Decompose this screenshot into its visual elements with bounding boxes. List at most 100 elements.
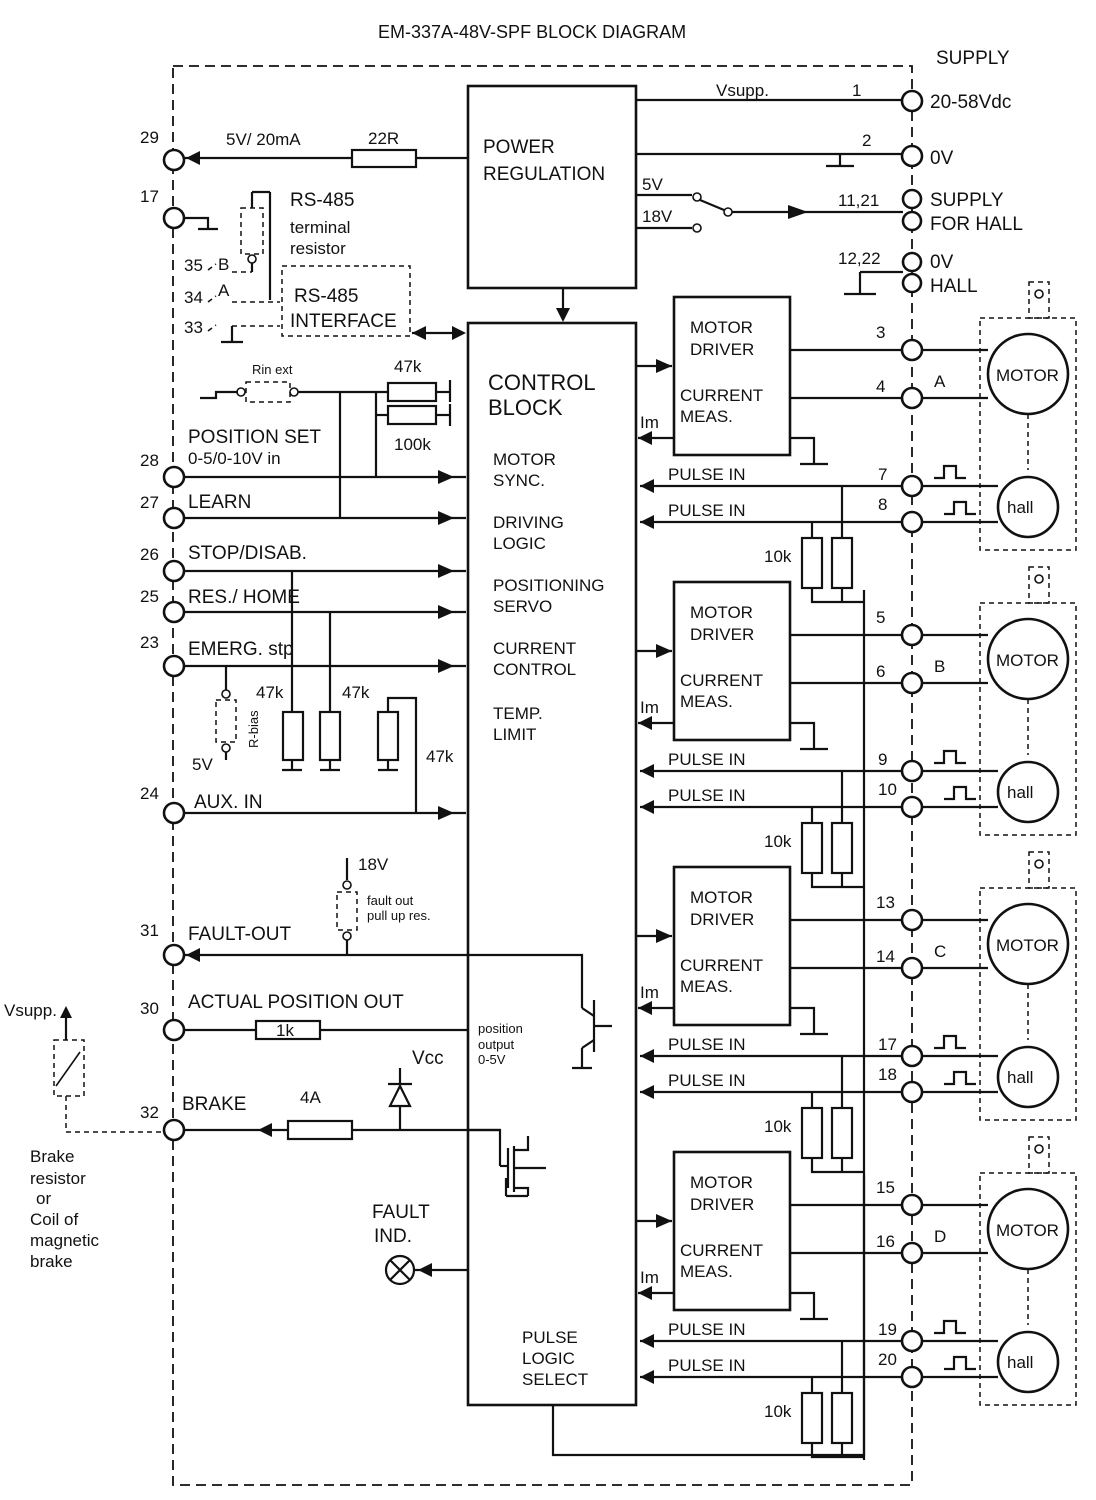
fault-pullup-l2: pull up res. <box>367 908 431 923</box>
fuse-4a <box>286 1119 354 1141</box>
rs485-pin-33: 33 <box>184 318 203 337</box>
brake-note-5: magnetic <box>30 1231 99 1250</box>
ch4-pulse-label-1: PULSE IN <box>668 1320 745 1339</box>
ch2-hall-pin-1: 9 <box>878 750 887 769</box>
terminal-26 <box>162 559 186 583</box>
input-27-label: LEARN <box>188 492 251 513</box>
ch3-encoder-icon <box>1034 859 1044 869</box>
ch3-hall-label: hall <box>1007 1068 1033 1087</box>
ch1-motor-pin-2: 4 <box>876 377 885 396</box>
control-title-1: CONTROL <box>488 370 596 395</box>
resistor-47k-c <box>376 710 400 762</box>
ch2-phase-letter: B <box>934 657 945 676</box>
supply-terminal-hall-a <box>901 188 923 210</box>
rs485-pin-35: 35 <box>184 256 203 275</box>
ch4-pullup-res-1 <box>800 1391 824 1445</box>
ch4-pulse-icon-2 <box>944 1355 976 1371</box>
terminal-27 <box>162 506 186 530</box>
ch1-hall-pin-2: 8 <box>878 495 887 514</box>
pulse-logic-2: LOGIC <box>522 1349 575 1368</box>
pin-27-num: 27 <box>140 493 159 512</box>
rs485-term-l1: RS-485 <box>290 190 354 211</box>
ch3-hall-terminal-2 <box>900 1080 924 1104</box>
supply-pin-3-label: SUPPLY <box>930 190 1004 211</box>
power-regulation-block <box>466 84 638 290</box>
supply-pin-2-label: 0V <box>930 148 954 169</box>
input-23-label: EMERG. stp <box>188 639 294 660</box>
ch2-hall-icon <box>996 760 1060 824</box>
pulse-logic-3: SELECT <box>522 1370 588 1389</box>
ch4-pullup-bus-1 <box>810 1443 864 1459</box>
r100k-label: 100k <box>394 435 431 454</box>
ch4-pulse-arrow-1 <box>640 1334 654 1348</box>
ch4-hall-icon <box>996 1330 1060 1394</box>
switch-18v-label: 18V <box>642 207 673 226</box>
pos-out-3: 0-5V <box>478 1052 506 1067</box>
pin-23-num: 23 <box>140 633 159 652</box>
control-title-2: BLOCK <box>488 395 563 420</box>
vsupp-label: Vsupp. <box>716 81 769 100</box>
ch4-pullup-res-2 <box>830 1391 854 1445</box>
ch2-im-label: Im <box>640 698 659 717</box>
terminal-29 <box>162 148 186 172</box>
ch4-driver-box <box>672 1150 792 1312</box>
fault-ind-l1: FAULT <box>372 1202 430 1223</box>
switch-5v-label: 5V <box>642 175 663 194</box>
power-block-line1: POWER <box>483 137 555 158</box>
terminal-28 <box>162 465 186 489</box>
ch4-encoder-icon <box>1034 1144 1044 1154</box>
ch2-motor-pin-1: 5 <box>876 608 885 627</box>
supply-terminal-1 <box>900 89 924 113</box>
resistor-47k-top <box>386 381 438 403</box>
ch1-encoder-tab <box>1028 281 1050 319</box>
ch2-drive-arrow <box>656 644 672 658</box>
ext-vsupp-label: Vsupp. <box>4 1001 57 1020</box>
ch3-im-label: Im <box>640 983 659 1002</box>
ch2-hall-pin-2: 10 <box>878 780 897 799</box>
control-block <box>466 321 638 1407</box>
ch1-motor-terminal-1 <box>900 338 924 362</box>
rs485-iface-l2: INTERFACE <box>290 311 397 332</box>
ch4-motor-enclosure <box>979 1172 1077 1406</box>
brake-note-1: Brake <box>30 1147 74 1166</box>
supply-terminal-2 <box>900 144 924 168</box>
ch2-driver-l2: DRIVER <box>690 625 754 644</box>
ch3-gnd-wire <box>790 1006 816 1034</box>
r47k-top-label: 47k <box>394 357 422 376</box>
terminal-31 <box>162 943 186 967</box>
rs485-iface-l1: RS-485 <box>294 286 358 307</box>
ch2-motor-enclosure <box>979 602 1077 836</box>
ch2-motor-terminal-1 <box>900 623 924 647</box>
terminal-17 <box>162 206 186 230</box>
ch1-motor-terminal-2 <box>900 386 924 410</box>
ch1-pullup-res-1 <box>800 536 824 590</box>
ch3-pulse-label-2: PULSE IN <box>668 1071 745 1090</box>
ch1-hall-label: hall <box>1007 498 1033 517</box>
hall-0v-terminal-b <box>901 272 923 294</box>
ch3-im-arrow <box>638 1001 652 1015</box>
brake-note: Brake resistor or Coil of magnetic brake <box>30 1147 99 1271</box>
diagram-title: EM-337A-48V-SPF BLOCK DIAGRAM <box>378 22 686 42</box>
ch3-pullup-res-2 <box>830 1106 854 1160</box>
ch3-hall-pin-1: 17 <box>878 1035 897 1054</box>
ch2-driver-l3: CURRENT <box>680 671 763 690</box>
brake-note-6: brake <box>30 1252 73 1271</box>
ch1-hall-pin-1: 7 <box>878 465 887 484</box>
pin-32-num: 32 <box>140 1103 159 1122</box>
function-4a: CURRENT <box>493 639 576 658</box>
pin-31-num: 31 <box>140 921 159 940</box>
ch1-hall-terminal-1 <box>900 474 924 498</box>
fault-pullup-resistor <box>336 891 358 931</box>
ch1-motor-pin-1: 3 <box>876 323 885 342</box>
ch2-gnd-wire <box>790 721 816 749</box>
ch1-phase-letter: A <box>934 372 946 391</box>
supply-pin-1-label: 20-58Vdc <box>930 92 1011 113</box>
rs485-sig-b: B <box>218 255 229 274</box>
ch3-motor-terminal-2 <box>900 956 924 980</box>
rs485-interface <box>281 265 411 337</box>
pin-25-num: 25 <box>140 587 159 606</box>
brake-note-3: or <box>36 1189 51 1208</box>
ch2-hall-terminal-1 <box>900 759 924 783</box>
ch2-encoder-icon <box>1034 574 1044 584</box>
